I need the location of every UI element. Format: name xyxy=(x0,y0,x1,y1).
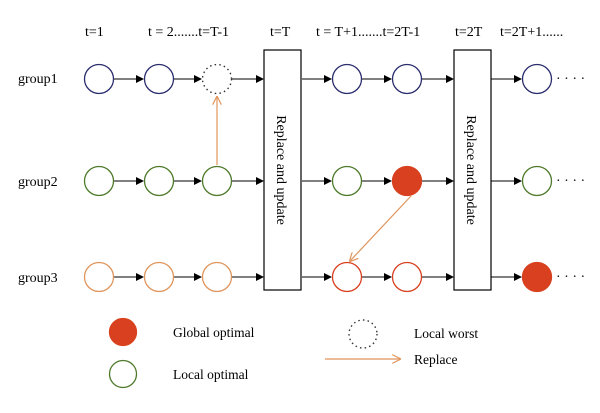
replace-update-box-1 xyxy=(263,49,302,291)
continuation-dots: · · · · xyxy=(556,270,585,285)
time-label-t5: t=2T xyxy=(455,25,483,40)
local-node xyxy=(83,165,115,197)
legend-global-optimal-label: Global optimal xyxy=(173,325,255,340)
legend: Global optimal Local optimal Local worst… xyxy=(108,317,478,389)
local-node xyxy=(391,63,423,95)
legend-local-optimal-label: Local optimal xyxy=(173,367,249,382)
local-node xyxy=(201,165,233,197)
legend-local-worst-label: Local worst xyxy=(414,326,478,341)
local-node xyxy=(83,63,115,95)
legend-global-optimal-symbol xyxy=(108,317,138,347)
local-node xyxy=(521,63,553,95)
global-optimal-node xyxy=(521,261,553,293)
row-group2: · · · · xyxy=(83,165,585,197)
local-node xyxy=(331,261,363,293)
time-label-t1: t=1 xyxy=(85,25,104,40)
continuation-dots: · · · · xyxy=(556,72,585,87)
local-node xyxy=(331,63,363,95)
time-label-t2: t = 2.......t=T-1 xyxy=(148,25,229,40)
replace-update-label-1: Replace and update xyxy=(273,115,288,225)
group-label-1: group1 xyxy=(18,72,58,87)
local-node xyxy=(143,165,175,197)
local-node xyxy=(143,261,175,293)
local-node xyxy=(331,165,363,197)
global-optimal-node xyxy=(391,165,423,197)
local-worst-node xyxy=(201,63,233,95)
local-node xyxy=(391,261,423,293)
group-label-2: group2 xyxy=(18,175,58,190)
legend-replace-label: Replace xyxy=(414,352,457,367)
group-label-3: group3 xyxy=(18,271,58,286)
time-label-t4: t = T+1.......t=2T-1 xyxy=(316,25,420,40)
local-node xyxy=(521,165,553,197)
continuation-dots: · · · · xyxy=(556,174,585,189)
row-group3: · · · · xyxy=(83,261,585,293)
time-label-t6: t=2T+1...... xyxy=(500,25,563,40)
local-node xyxy=(83,261,115,293)
time-label-t3: t=T xyxy=(270,25,291,40)
local-node xyxy=(143,63,175,95)
replace-update-box-2 xyxy=(453,49,492,291)
replace-arrow xyxy=(350,195,412,261)
replace-update-label-2: Replace and update xyxy=(463,115,478,225)
row-group1: · · · · xyxy=(83,63,585,95)
legend-local-optimal-symbol xyxy=(108,359,138,389)
legend-local-worst-symbol xyxy=(348,319,378,349)
local-node xyxy=(201,261,233,293)
